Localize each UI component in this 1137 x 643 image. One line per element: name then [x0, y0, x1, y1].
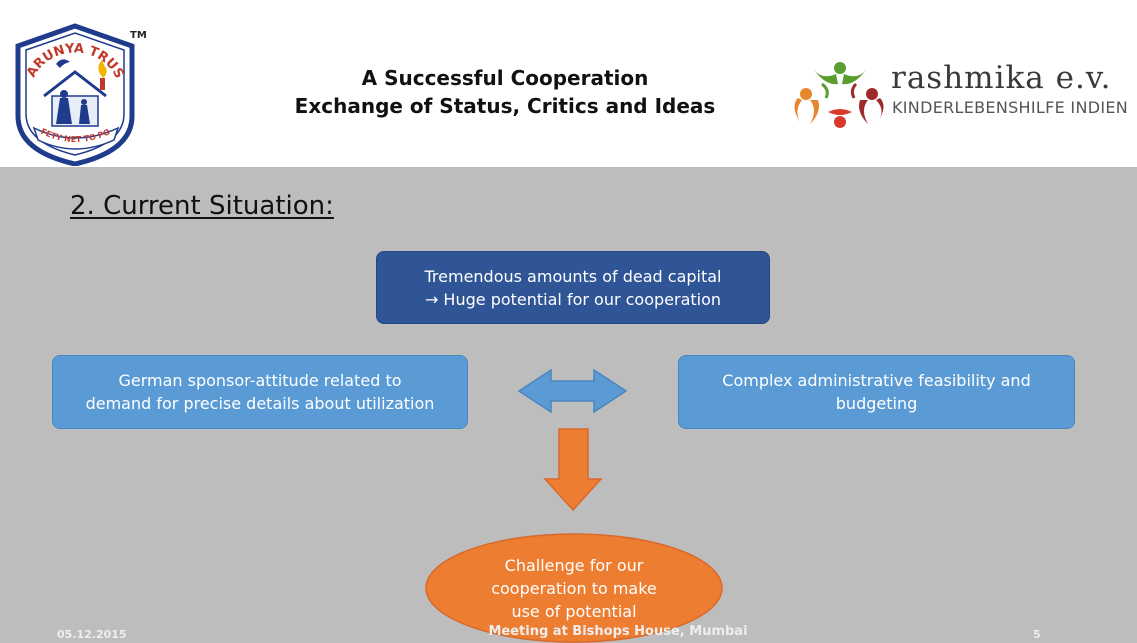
slide-arrows	[425, 368, 723, 643]
dead-capital-box: Tremendous amounts of dead capital → Hug…	[376, 251, 770, 324]
slide-body: 2. Current Situation: Tremendous amounts…	[0, 167, 1137, 643]
rashmika-logo: rashmika e.v. KINDERLEBENSHILFE INDIEN	[792, 60, 1137, 130]
footer-page-number: 5	[1033, 628, 1041, 641]
rashmika-tagline: KINDERLEBENSHILFE INDIEN	[892, 98, 1129, 117]
challenge-ellipse	[425, 533, 723, 643]
presentation-title: A Successful Cooperation Exchange of Sta…	[255, 64, 755, 120]
down-arrow-icon	[543, 428, 603, 512]
title-line-1: A Successful Cooperation	[361, 66, 649, 90]
footer-date: 05.12.2015	[57, 628, 127, 641]
rashmika-children-emblem-icon	[794, 62, 884, 128]
challenge-text: Challenge for our cooperation to make us…	[491, 556, 657, 621]
trademark-mark: TM	[130, 30, 147, 41]
administrative-feasibility-text: Complex administrative feasibility and b…	[722, 371, 1031, 413]
sponsor-attitude-text: German sponsor-attitude related to deman…	[85, 371, 435, 413]
rashmika-wordmark: rashmika e.v.	[891, 60, 1112, 96]
double-arrow-icon	[517, 368, 628, 414]
sponsor-attitude-box: German sponsor-attitude related to deman…	[52, 355, 468, 429]
dead-capital-text: Tremendous amounts of dead capital → Hug…	[424, 266, 722, 309]
footer-meeting-location: Meeting at Bishops House, Mumbai	[488, 624, 748, 639]
title-line-2: Exchange of Status, Critics and Ideas	[294, 94, 716, 118]
administrative-feasibility-box: Complex administrative feasibility and b…	[678, 355, 1075, 429]
section-title: 2. Current Situation:	[70, 191, 334, 221]
